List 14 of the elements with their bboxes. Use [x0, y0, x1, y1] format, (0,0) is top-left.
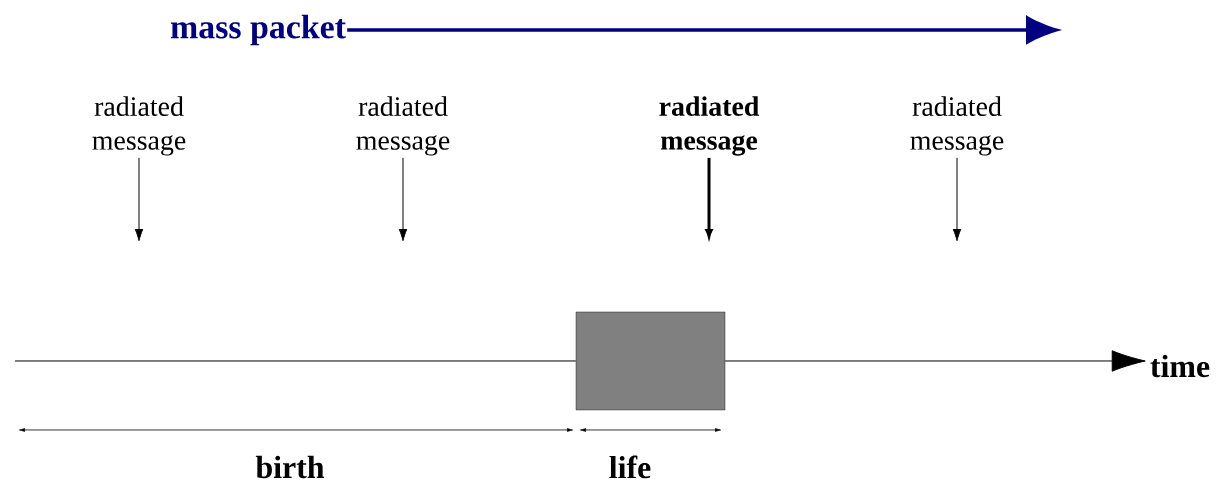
packet-box — [575, 311, 726, 411]
arrow — [952, 157, 962, 242]
dimension-label: birth — [255, 455, 325, 479]
timeline — [14, 360, 577, 362]
heading-text: mass packet — [170, 14, 346, 46]
message-label: radiated message — [659, 96, 760, 156]
message-label: radiated message — [92, 96, 186, 156]
arrow — [398, 157, 408, 242]
axis-label: time — [1150, 354, 1210, 378]
dimension-label: life — [609, 455, 651, 479]
message-label: radiated message — [910, 96, 1004, 156]
arrow — [134, 157, 144, 242]
arrow — [724, 350, 1146, 372]
message-label: radiated message — [356, 96, 450, 156]
